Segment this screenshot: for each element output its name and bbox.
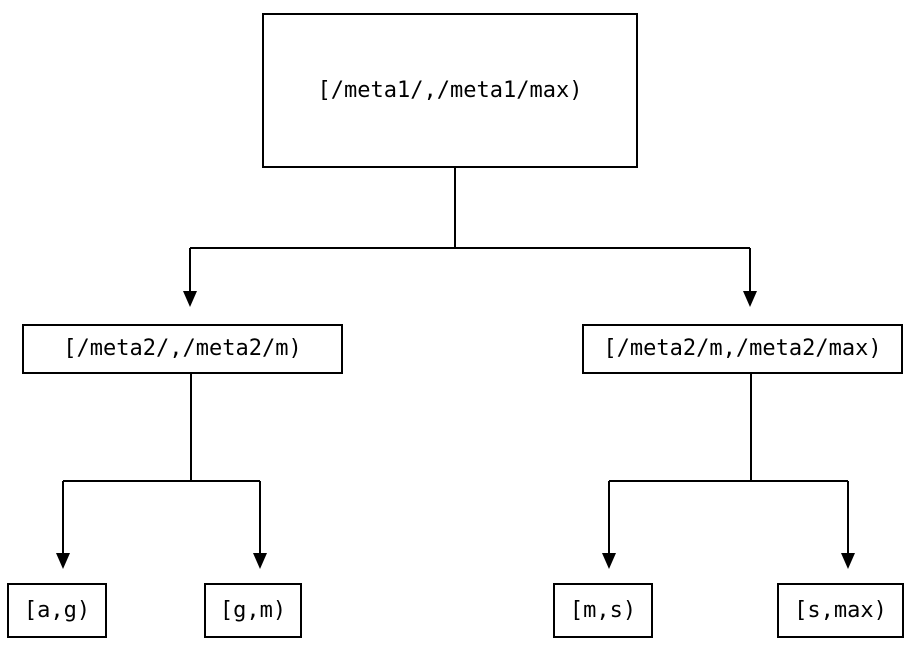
node-leaf-g-m: [g,m): [204, 583, 302, 638]
edge-right-bus: [608, 374, 849, 553]
node-label: [/meta1/,/meta1/max): [317, 77, 583, 103]
node-label: [m,s): [569, 597, 637, 623]
arrowhead-down-icon: [253, 553, 267, 569]
node-label: [s,max): [794, 597, 887, 623]
node-leaf-m-s: [m,s): [553, 583, 653, 638]
edge-root-bus: [189, 168, 751, 291]
node-label: [g,m): [219, 597, 287, 623]
node-meta2-low-range: [/meta2/,/meta2/m): [22, 324, 343, 374]
node-leaf-s-max: [s,max): [777, 583, 904, 638]
node-label: [/meta2/,/meta2/m): [63, 336, 302, 361]
edge-left-bus: [62, 374, 261, 553]
arrowhead-down-icon: [743, 291, 757, 307]
node-label: [/meta2/m,/meta2/max): [603, 336, 882, 361]
node-leaf-a-g: [a,g): [7, 583, 107, 638]
arrowhead-down-icon: [56, 553, 70, 569]
arrowhead-down-icon: [602, 553, 616, 569]
node-meta1-range: [/meta1/,/meta1/max): [262, 13, 638, 168]
arrowhead-down-icon: [183, 291, 197, 307]
node-meta2-high-range: [/meta2/m,/meta2/max): [582, 324, 903, 374]
arrowhead-down-icon: [841, 553, 855, 569]
node-label: [a,g): [23, 597, 91, 623]
